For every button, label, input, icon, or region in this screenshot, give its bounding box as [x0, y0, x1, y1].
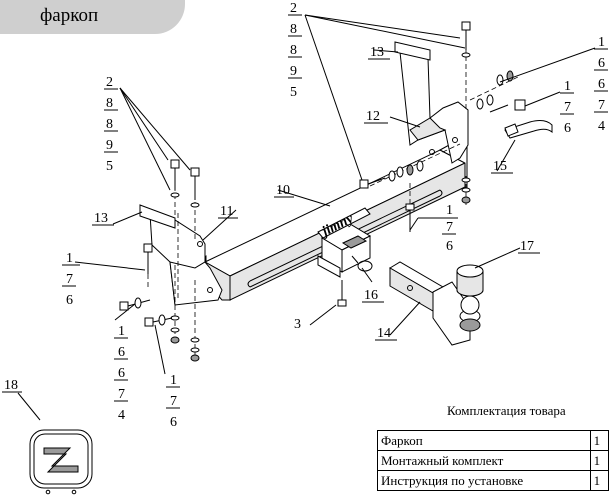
callout-8: 8 [290, 43, 297, 58]
callout-1: 1 [598, 35, 605, 50]
callout-6: 6 [598, 56, 605, 71]
callout-stack-left-e: 1 7 6 [166, 373, 180, 430]
callout-6: 6 [170, 415, 177, 430]
callout-7: 7 [598, 98, 605, 113]
kit-table: Фаркоп 1 Монтажный комплект 1 Инструкция… [377, 430, 609, 491]
callout-stack-top-mid: 2 8 8 9 5 [288, 1, 302, 100]
callout-5: 5 [106, 159, 113, 174]
callout-10: 10 [276, 183, 290, 198]
callout-1: 1 [118, 324, 125, 339]
callout-12: 12 [366, 109, 380, 124]
callout-17: 17 [520, 239, 534, 254]
callout-16: 16 [364, 288, 378, 303]
callout-1: 1 [564, 79, 571, 94]
kit-row: Инструкция по установке 1 [377, 470, 609, 491]
callout-6: 6 [118, 345, 125, 360]
callout-6: 6 [446, 239, 453, 254]
kit-item-name: Монтажный комплект [377, 450, 591, 471]
right-bracket [394, 41, 469, 164]
kit-caption: Комплектация товара [447, 403, 566, 418]
kit-item-qty: 1 [589, 470, 609, 491]
callout-stack-right-a: 1 6 6 7 4 [594, 35, 608, 134]
callout-9: 9 [106, 138, 113, 153]
header-title: фаркоп [40, 5, 99, 26]
left-bracket [139, 204, 231, 306]
hardware-center-right [359, 143, 461, 189]
callout-6: 6 [66, 293, 73, 308]
suzuki-badge-icon [29, 429, 93, 495]
kit-item-name: Инструкция по установке [377, 470, 591, 491]
callout-1: 1 [170, 373, 177, 388]
ball-mount [389, 261, 481, 346]
kit-row: Монтажный комплект 1 [377, 450, 609, 471]
callout-4: 4 [598, 119, 605, 134]
callout-18: 18 [4, 378, 18, 393]
callout-7: 7 [170, 394, 177, 409]
callout-2: 2 [106, 75, 113, 90]
callout-13: 13 [370, 45, 384, 60]
header-tab: фаркоп [0, 0, 185, 34]
callout-6: 6 [598, 77, 605, 92]
callout-part-numbers: 13 11 10 12 13 16 14 17 15 3 18 [2, 45, 540, 393]
callout-1: 1 [66, 251, 73, 266]
callout-stack-top-left: 2 8 8 9 5 [104, 75, 118, 174]
hardware-left-top [170, 159, 200, 240]
callout-8: 8 [106, 117, 113, 132]
kit-item-qty: 1 [589, 430, 609, 451]
callout-stack-left-d: 1 6 6 7 4 [114, 324, 128, 423]
hardware-left-low [119, 243, 200, 362]
callout-13: 13 [94, 211, 108, 226]
callout-7: 7 [446, 220, 453, 235]
leader-lines [17, 14, 596, 421]
kit-item-qty: 1 [589, 450, 609, 471]
hardware-top-mid [461, 21, 471, 110]
callout-4: 4 [118, 408, 125, 423]
callout-8: 8 [290, 22, 297, 37]
callout-stack-left-c: 1 7 6 [62, 251, 80, 308]
callout-9: 9 [290, 64, 297, 79]
callout-1: 1 [446, 203, 453, 218]
kit-row: Фаркоп 1 [377, 430, 609, 451]
receiver-socket [317, 223, 372, 278]
hardware-right-top [469, 70, 526, 113]
callout-6: 6 [564, 121, 571, 136]
callout-7: 7 [66, 272, 73, 287]
callout-6: 6 [118, 366, 125, 381]
ball-cap [456, 264, 484, 297]
callout-7: 7 [118, 387, 125, 402]
safety-pin [351, 255, 373, 272]
callout-stack-right-b: 1 7 6 [560, 79, 574, 136]
callout-2: 2 [290, 1, 297, 16]
hardware-bolt-3 [337, 280, 347, 307]
hardware-bolt-center [405, 180, 415, 232]
callout-15: 15 [493, 159, 507, 174]
hardware-right-mid [461, 176, 471, 205]
callout-stack-center-f: 1 7 6 [418, 203, 458, 254]
callout-11: 11 [220, 204, 233, 219]
callout-5: 5 [290, 85, 297, 100]
callout-8: 8 [106, 96, 113, 111]
callout-7: 7 [564, 100, 571, 115]
callout-3: 3 [294, 317, 301, 332]
socket-bracket [504, 120, 553, 139]
kit-item-name: Фаркоп [377, 430, 591, 451]
callout-14: 14 [377, 326, 391, 341]
